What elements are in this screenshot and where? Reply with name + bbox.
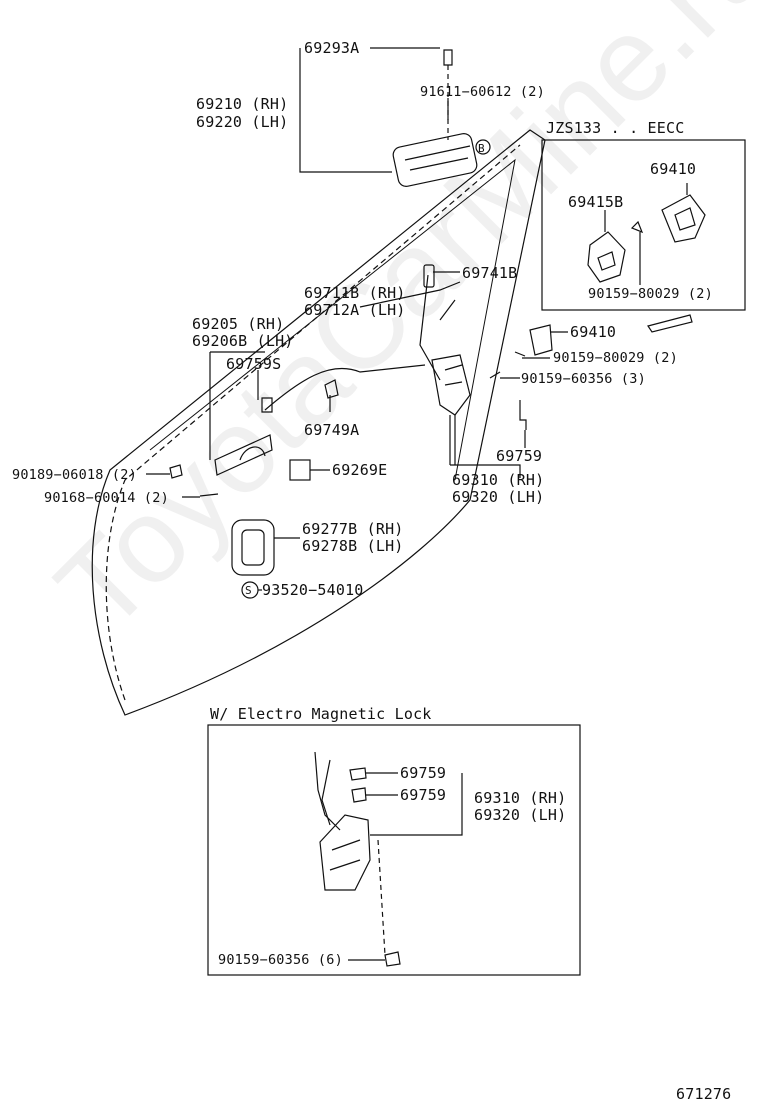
label-69293A: 69293A [304,39,360,57]
part-69269E-box [289,459,311,481]
label-90168: 90168−60014 (2) [44,490,169,506]
inset-label-69410: 69410 [650,160,697,178]
inset-spacer [587,231,626,283]
label-69220: 69220 (LH) [196,113,289,131]
label-69320: 69320 (LH) [452,488,545,506]
label-69759: 69759 [496,447,543,465]
inset-label-90159-80029: 90159−80029 (2) [588,286,713,302]
label-93520: 93520−54010 [262,581,364,599]
symbol-b: B [478,142,485,155]
inset-title: JZS133 . . EECC [546,119,685,137]
em-label-69320: 69320 (LH) [474,806,567,824]
em-lock-assembly [314,751,371,891]
label-90159-80029: 90159−80029 (2) [553,350,678,366]
control-cable [264,364,426,411]
inset-frame [541,139,746,311]
outer-handle-part [392,49,478,187]
label-90159-60356: 90159−60356 (3) [521,371,646,387]
em-label-69759-b: 69759 [400,786,447,804]
symbol-b-circle [475,139,491,155]
inset-label-69415B: 69415B [568,193,624,211]
door-striker [529,324,553,356]
label-91611: 91611−60612 (2) [420,84,545,100]
label-69205: 69205 (RH) [192,315,285,333]
label-69278B: 69278B (LH) [302,537,404,555]
label-69206B: 69206B (LH) [192,332,294,350]
em-label-69759-a: 69759 [400,764,447,782]
label-90189: 90189−06018 (2) [12,467,137,483]
label-69741B: 69741B [462,264,518,282]
em-label-90159-60356: 90159−60356 (6) [218,952,343,968]
label-69277B: 69277B (RH) [302,520,404,538]
door-window-frame [105,144,521,701]
inset-striker-plate [661,194,706,243]
part-69749A [324,379,339,399]
em-label-69310: 69310 (RH) [474,789,567,807]
door-outline [91,129,546,716]
label-69749A: 69749A [304,421,360,439]
label-69759S: 69759S [226,355,282,373]
label-69711B: 69711B (RH) [304,284,406,302]
label-69310: 69310 (RH) [452,471,545,489]
inside-handle-bracket [214,397,273,476]
inside-handle-bezel [231,519,275,576]
label-69712A: 69712A (LH) [304,301,406,319]
label-69210: 69210 (RH) [196,95,289,113]
section-title: W/ Electro Magnetic Lock [210,705,432,723]
door-lock-assembly [431,354,471,465]
symbol-s: S [245,584,252,597]
em-lock-frame [207,724,581,976]
figure-number: 671276 [676,1085,732,1103]
label-69410: 69410 [570,323,617,341]
em-screw [384,951,401,967]
label-69269E: 69269E [332,461,388,479]
